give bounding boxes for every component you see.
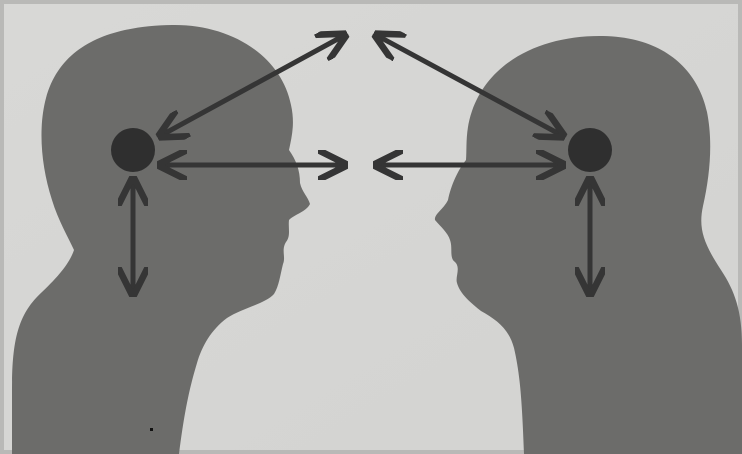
left-node — [111, 128, 155, 172]
right-node — [568, 128, 612, 172]
dust-speck — [150, 428, 153, 431]
